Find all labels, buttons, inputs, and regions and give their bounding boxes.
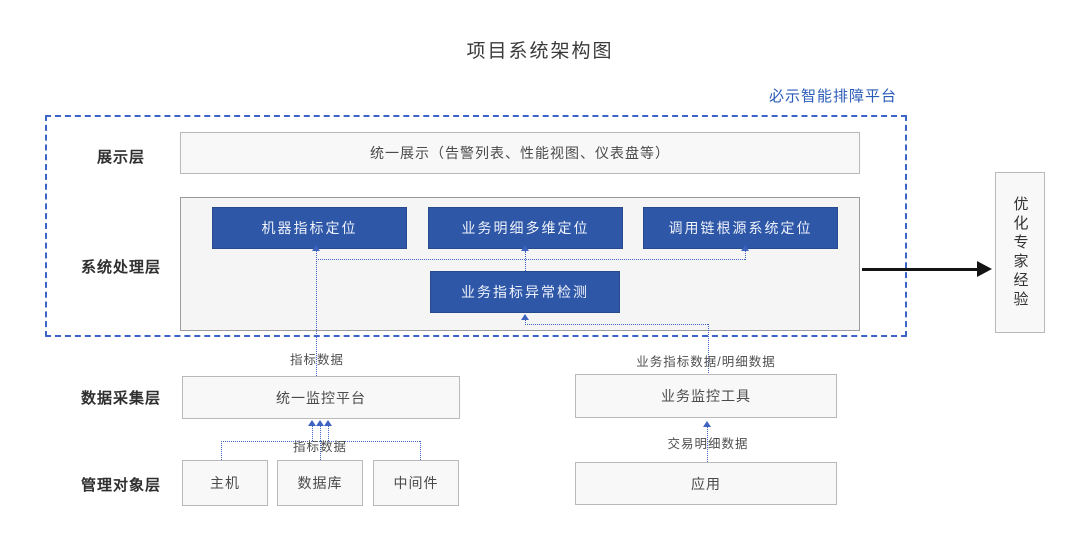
arrowhead-into-ump-1 [308,420,316,426]
edge-platform-to-machine-metric [316,251,317,376]
edge-label-trade-detail: 交易明细数据 [667,437,749,451]
node-unified-monitoring-platform: 统一监控平台 [182,376,460,419]
node-biz-monitoring-tool: 业务监控工具 [575,374,837,418]
arrowhead-into-ump-3 [324,420,332,426]
layer-label-display: 展示层 [96,149,145,166]
platform-dashed-boundary [45,115,907,337]
arrowhead-into-detector [521,314,529,320]
node-tracing-rootcause-localization: 调用链根源系统定位 [643,207,838,249]
node-biz-detail-multidim-localization: 业务明细多维定位 [428,207,623,249]
edge-detector-horizontal [525,324,708,325]
arrowhead-into-machine-metric [312,245,320,251]
edge-stub-into-ump-3 [328,426,329,441]
layer-label-collection: 数据采集层 [80,390,161,407]
expert-experience-text: 优化专家经验 [1011,195,1029,310]
diagram-title: 项目系统架构图 [466,41,614,62]
node-expert-experience: 优化专家经验 [995,172,1045,333]
edge-stub-into-ump-1 [312,426,313,441]
edge-biztool-up [708,324,709,373]
edge-host-up [221,441,222,460]
node-machine-metric-localization: 机器指标定位 [212,207,407,249]
edge-app-up [707,427,708,462]
edge-label-biz-metric-detail: 业务指标数据/明细数据 [636,355,776,369]
edge-stub-into-ump-2 [320,426,321,441]
edge-detector-stub [525,320,526,325]
arrowhead-into-ump-2 [316,420,324,426]
node-biz-metric-anomaly-detection: 业务指标异常检测 [430,271,620,313]
arrowhead-into-tracing [741,245,749,251]
edge-middleware-up [420,441,421,460]
edge-stub-to-tracing [745,251,746,260]
arrowhead-into-biztool [703,421,711,427]
layer-label-processing: 系统处理层 [80,259,161,276]
edge-label-metric-data-bottom: 指标数据 [292,440,347,454]
edge-database-up [320,441,321,460]
layer-label-objects: 管理对象层 [80,477,161,494]
edge-detector-to-multidim [525,251,526,271]
node-middleware: 中间件 [373,460,459,506]
node-host: 主机 [182,460,268,506]
edge-modules-horizontal [316,259,745,260]
platform-name-label: 必示智能排障平台 [768,88,897,105]
arrowhead-into-multidim [521,245,529,251]
node-application: 应用 [575,462,837,505]
node-unified-display: 统一展示（告警列表、性能视图、仪表盘等） [180,132,860,174]
edge-label-metric-data-top: 指标数据 [289,353,344,367]
node-database: 数据库 [277,460,363,506]
arrow-to-expert-line [862,268,980,271]
arrow-to-expert-head [977,261,992,277]
